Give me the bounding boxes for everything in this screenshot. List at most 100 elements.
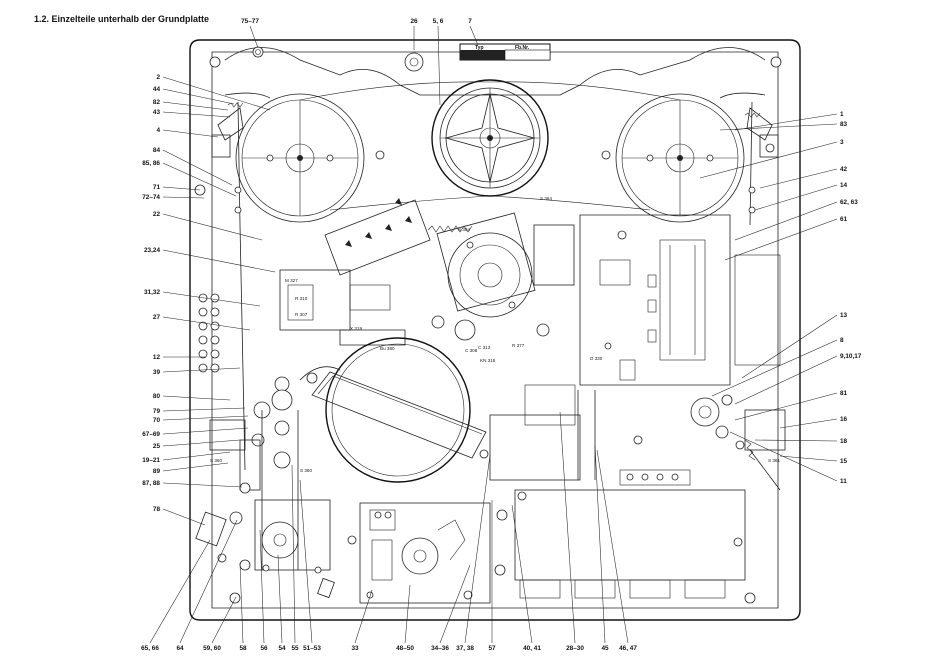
callout-right-10: 81 — [840, 390, 848, 397]
leader-line — [162, 249, 276, 273]
leader-line — [754, 439, 838, 442]
callout-left-12: 27 — [153, 314, 161, 321]
leader-line — [596, 449, 629, 644]
callout-right-11: 16 — [840, 416, 848, 423]
callout-left-18: 67–69 — [142, 431, 160, 438]
callout-left-5: 84 — [153, 147, 161, 154]
board-label: S 364 — [540, 196, 552, 201]
callout-left-0: 2 — [156, 74, 160, 81]
screw-top-left — [252, 46, 264, 58]
callout-left-2: 82 — [153, 99, 161, 106]
board-label: S 361 — [768, 458, 780, 463]
callout-left-10: 23,24 — [144, 247, 160, 254]
leader-line — [179, 519, 238, 644]
power-supply-block — [514, 469, 746, 599]
callout-left-21: 89 — [153, 468, 161, 475]
callout-left-14: 39 — [153, 369, 161, 376]
leader-line — [734, 201, 838, 241]
callout-right-12: 18 — [840, 438, 848, 445]
leader-line — [754, 184, 838, 211]
leader-line — [162, 213, 263, 241]
leader-line — [162, 196, 205, 199]
leader-line — [259, 529, 265, 644]
callout-bottom-8: 33 — [351, 645, 359, 652]
circuit-board-right — [579, 214, 781, 386]
callout-bottom-3: 58 — [239, 645, 247, 652]
chassis-outline — [189, 39, 801, 621]
callout-top-1: 26 — [410, 18, 418, 25]
leader-lines — [149, 25, 838, 644]
callout-bottom-0: 65, 66 — [141, 645, 159, 652]
leader-line — [511, 504, 533, 644]
callout-right-2: 3 — [840, 139, 844, 146]
capstan-rollers — [209, 376, 293, 494]
ventilation-holes-left — [198, 293, 220, 373]
leader-line — [779, 418, 838, 429]
board-label: D 330 — [590, 356, 603, 361]
left-reel — [235, 93, 365, 223]
type-plate: Typ Fb.Nr. — [459, 43, 551, 61]
screw-heads — [262, 143, 775, 576]
left-tension-rod — [239, 224, 246, 471]
callout-left-9: 22 — [153, 211, 161, 218]
mount-hole-tl — [209, 56, 221, 68]
callout-left-8: 72–74 — [142, 194, 160, 201]
leader-line — [162, 427, 249, 435]
board-label: C 308 — [465, 348, 478, 353]
diagram-title: 1.2. Einzelteile unterhalb der Grundplat… — [34, 14, 210, 24]
leader-line — [162, 462, 229, 472]
leader-line — [354, 589, 373, 644]
drive-belt-top — [299, 81, 681, 101]
leader-line — [162, 439, 241, 447]
right-guide-rollers — [690, 394, 786, 491]
callout-bottom-11: 37, 38 — [456, 645, 474, 652]
callout-left-20: 19–21 — [142, 457, 160, 464]
chassis-inner-frame — [211, 51, 779, 609]
tension-spring-center — [427, 225, 473, 233]
leader-line — [724, 218, 838, 261]
board-label: Bu 380 — [380, 346, 395, 351]
lower-drive-belt — [261, 410, 299, 570]
leader-line — [162, 129, 219, 138]
leader-line — [469, 25, 479, 46]
leader-line — [719, 123, 838, 131]
callout-bottom-6: 55 — [291, 645, 299, 652]
callout-top-0: 75–77 — [241, 18, 259, 25]
leader-line — [464, 454, 491, 644]
board-label: KN 315 — [480, 358, 496, 363]
callout-bottom-7: 51–53 — [303, 645, 321, 652]
board-label: C 313 — [478, 345, 491, 350]
board-label: M 327 — [285, 278, 298, 283]
callout-bottom-2: 59, 60 — [203, 645, 221, 652]
callout-right-3: 42 — [840, 166, 848, 173]
left-brake-assembly — [211, 101, 244, 226]
pressure-arm — [299, 366, 489, 459]
right-reel — [615, 93, 745, 223]
leader-line — [162, 111, 231, 118]
leader-line — [711, 339, 838, 397]
callout-left-3: 43 — [153, 109, 161, 116]
relay-assembly — [279, 269, 550, 346]
callout-bottom-12: 57 — [488, 645, 496, 652]
callout-bottom-16: 46, 47 — [619, 645, 637, 652]
board-label: R 310 — [295, 296, 308, 301]
switch-assembly — [359, 502, 491, 604]
center-flywheel — [431, 79, 549, 197]
board-label: R 307 — [295, 312, 308, 317]
callout-bottom-13: 40, 41 — [523, 645, 541, 652]
right-brake-assembly — [744, 101, 779, 226]
leader-line — [162, 415, 249, 421]
leader-line — [734, 113, 838, 131]
callout-bottom-9: 48–50 — [396, 645, 414, 652]
board-label: R 377 — [512, 343, 525, 348]
callout-bottom-10: 34–36 — [431, 645, 449, 652]
callout-bottom-14: 28–30 — [566, 645, 584, 652]
leader-line — [162, 508, 206, 526]
filter-capacitor — [524, 384, 576, 426]
leader-line — [699, 141, 838, 179]
callout-left-22: 87, 88 — [142, 480, 160, 487]
callout-bottom-5: 54 — [278, 645, 286, 652]
leader-line — [162, 88, 235, 105]
leader-line — [741, 314, 838, 379]
